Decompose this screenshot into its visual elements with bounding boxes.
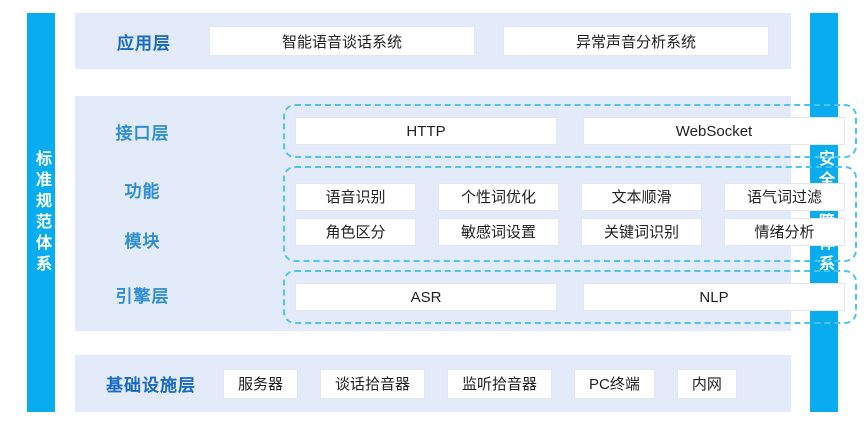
layer-infrastructure: 基础设施层 服务器 谈话拾音器 监听拾音器 PC终端 内网 [75,355,791,412]
infrastructure-item-4[interactable]: 内网 [676,368,737,399]
function-item-1-1[interactable]: 敏感词设置 [438,217,559,246]
function-item-0-0[interactable]: 语音识别 [295,182,416,211]
application-item-1[interactable]: 异常声音分析系统 [503,26,769,56]
pillar-left-label: 标准规范体系 [33,149,50,276]
layer-core-stack: 接口层 功能 模块 引擎层 HTTP WebSocket 语音识别 个性词优化 … [75,96,857,331]
layer-application: 应用层 智能语音谈话系统 异常声音分析系统 [75,13,791,69]
function-items-row-1: 角色区分 敏感词设置 关键词识别 情绪分析 [295,217,845,246]
function-item-0-2[interactable]: 文本顺滑 [581,182,702,211]
infrastructure-items: 服务器 谈话拾音器 监听拾音器 PC终端 内网 [223,368,791,399]
layer-label-engine: 引擎层 [115,286,170,306]
interface-item-http[interactable]: HTTP [295,117,557,145]
infrastructure-item-0[interactable]: 服务器 [223,368,299,399]
interface-items: HTTP WebSocket [295,117,845,145]
infrastructure-item-1[interactable]: 谈话拾音器 [320,368,426,399]
application-item-0[interactable]: 智能语音谈话系统 [209,26,475,56]
layer-label-interface: 接口层 [115,123,170,143]
infrastructure-item-2[interactable]: 监听拾音器 [447,368,553,399]
dashed-group-interface: HTTP WebSocket [283,104,857,158]
layer-label-infrastructure: 基础设施层 [106,376,196,395]
application-items: 智能语音谈话系统 异常声音分析系统 [209,26,791,56]
infrastructure-item-3[interactable]: PC终端 [574,368,655,399]
interface-item-websocket[interactable]: WebSocket [583,117,845,145]
engine-items: ASR NLP [295,283,845,311]
function-item-1-0[interactable]: 角色区分 [295,217,416,246]
function-item-0-1[interactable]: 个性词优化 [438,182,559,211]
layer-label-application: 应用层 [117,33,171,53]
layer-label-function-line1: 功能 [124,181,161,201]
dashed-group-engine: ASR NLP [283,270,857,324]
application-row: 应用层 智能语音谈话系统 异常声音分析系统 [75,13,791,69]
pillar-standards-left: 标准规范体系 [27,13,55,412]
function-item-1-3[interactable]: 情绪分析 [724,217,845,246]
function-items-row-0: 语音识别 个性词优化 文本顺滑 语气词过滤 [295,182,845,211]
core-label-column: 接口层 功能 模块 引擎层 [75,96,210,331]
function-item-1-2[interactable]: 关键词识别 [581,217,702,246]
dashed-group-function-module: 语音识别 个性词优化 文本顺滑 语气词过滤 角色区分 敏感词设置 关键词识别 情… [283,166,857,262]
engine-item-nlp[interactable]: NLP [583,283,845,311]
function-item-0-3[interactable]: 语气词过滤 [724,182,845,211]
infrastructure-row: 基础设施层 服务器 谈话拾音器 监听拾音器 PC终端 内网 [75,355,791,412]
layer-label-function-line2: 模块 [124,231,161,251]
engine-item-asr[interactable]: ASR [295,283,557,311]
